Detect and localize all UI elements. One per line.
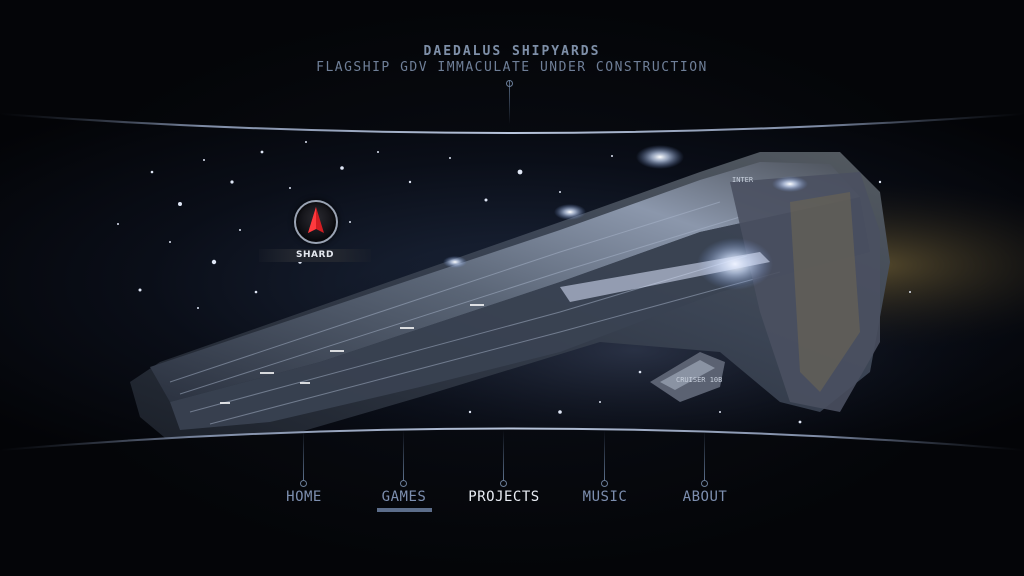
nav-node-icon xyxy=(400,480,407,487)
header: DAEDALUS SHIPYARDS FLAGSHIP GDV IMMACULA… xyxy=(0,44,1024,75)
ship-label-lower: CRUISER 10B xyxy=(676,376,722,384)
nav-stem-line xyxy=(604,430,605,480)
space-viewport: INTER CRUISER 10B xyxy=(0,112,1024,452)
nav-projects-label: PROJECTS xyxy=(468,489,540,505)
nav-home[interactable]: HOME xyxy=(254,430,354,520)
flagship-hull xyxy=(130,145,890,442)
nav-games[interactable]: GAMES xyxy=(354,430,454,520)
starfield xyxy=(117,141,911,424)
escort-cruiser xyxy=(650,352,725,402)
ship-label-upper: INTER xyxy=(732,176,754,184)
main-nav: HOME GAMES PROJECTS MUSIC ABOUT xyxy=(0,430,1024,530)
shard-emblem-icon xyxy=(294,200,338,244)
nav-selected-underline xyxy=(377,508,432,512)
nav-node-icon xyxy=(300,480,307,487)
shard-label: SHARD xyxy=(259,249,371,262)
nav-about[interactable]: ABOUT xyxy=(655,430,755,520)
nav-home-label: HOME xyxy=(286,489,322,505)
shard-badge[interactable]: SHARD xyxy=(259,200,371,266)
nav-about-label: ABOUT xyxy=(682,489,728,505)
studio-title: DAEDALUS SHIPYARDS xyxy=(423,44,601,59)
nav-node-icon xyxy=(701,480,708,487)
nav-stem-line xyxy=(403,430,404,480)
nav-music[interactable]: MUSIC xyxy=(555,430,655,520)
nav-node-icon xyxy=(500,480,507,487)
nav-node-icon xyxy=(601,480,608,487)
nav-games-label: GAMES xyxy=(381,489,427,505)
page-subtitle: FLAGSHIP GDV IMMACULATE UNDER CONSTRUCTI… xyxy=(316,60,708,75)
nav-stem-line xyxy=(503,430,504,480)
header-connector-line xyxy=(506,80,513,124)
nav-music-label: MUSIC xyxy=(582,489,628,505)
nav-projects[interactable]: PROJECTS xyxy=(454,430,554,520)
nav-stem-line xyxy=(303,430,304,480)
nav-stem-line xyxy=(704,430,705,480)
ship-illustration: INTER CRUISER 10B xyxy=(0,113,1024,451)
